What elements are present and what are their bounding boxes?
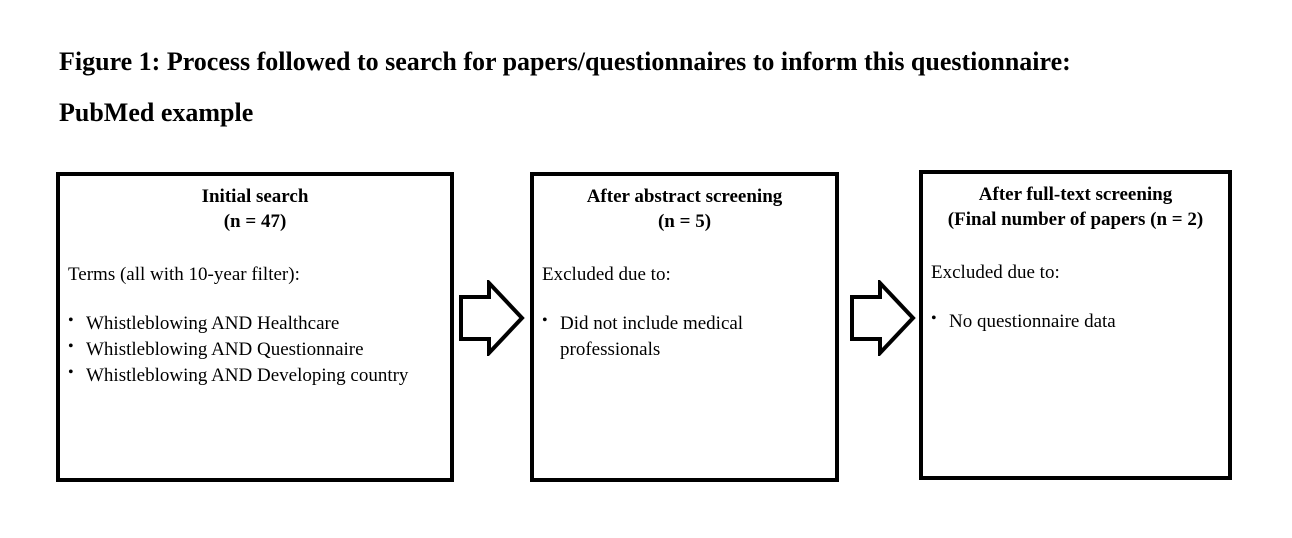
list-item: • No questionnaire data [931, 309, 1228, 335]
list-item: • Whistleblowing AND Questionnaire [68, 337, 450, 363]
list-item-text: Whistleblowing AND Questionnaire [86, 339, 364, 360]
full-text-screening-box: After full-text screening (Final number … [919, 170, 1232, 480]
bullet-icon: • [68, 364, 74, 381]
figure-subtitle: PubMed example [59, 98, 254, 127]
list-item-text: No questionnaire data [949, 311, 1116, 332]
list-item: • Did not include medical professionals [542, 311, 790, 363]
figure-title: Figure 1: Process followed to search for… [59, 47, 1071, 76]
box-heading: Initial search (n = 47) [60, 176, 450, 234]
search-terms-list: • Whistleblowing AND Healthcare • Whistleb… [60, 311, 450, 389]
abstract-screening-box: After abstract screening (n = 5) Exclude… [530, 172, 839, 482]
box-heading-title: Initial search [201, 186, 309, 207]
bullet-icon: • [931, 310, 937, 327]
box-heading-title: After full-text screening [978, 184, 1173, 205]
list-item: • Whistleblowing AND Developing country [68, 363, 450, 389]
box-subheading: Excluded due to: [931, 262, 1060, 283]
exclusion-reasons-list: • No questionnaire data [923, 309, 1228, 335]
box-heading-count: (n = 5) [657, 211, 712, 232]
right-arrow-icon [459, 280, 525, 356]
box-subheading: Terms (all with 10-year filter): [68, 264, 300, 285]
bullet-icon: • [68, 312, 74, 329]
list-item-text: Whistleblowing AND Developing country [86, 365, 409, 386]
exclusion-reasons-list: • Did not include medical professionals [534, 311, 835, 363]
bullet-icon: • [542, 312, 548, 329]
box-heading-count: (n = 47) [223, 211, 287, 232]
box-heading: After full-text screening (Final number … [923, 174, 1228, 232]
right-arrow-icon [850, 280, 916, 356]
box-heading-title: After abstract screening [586, 186, 783, 207]
bullet-icon: • [68, 338, 74, 355]
box-heading: After abstract screening (n = 5) [534, 176, 835, 234]
box-subheading: Excluded due to: [542, 264, 671, 285]
list-item-text: Whistleblowing AND Healthcare [86, 313, 340, 334]
initial-search-box: Initial search (n = 47) Terms (all with … [56, 172, 454, 482]
list-item: • Whistleblowing AND Healthcare [68, 311, 450, 337]
list-item-text: Did not include medical professionals [560, 313, 744, 360]
box-heading-count: (Final number of papers (n = 2) [947, 209, 1204, 230]
